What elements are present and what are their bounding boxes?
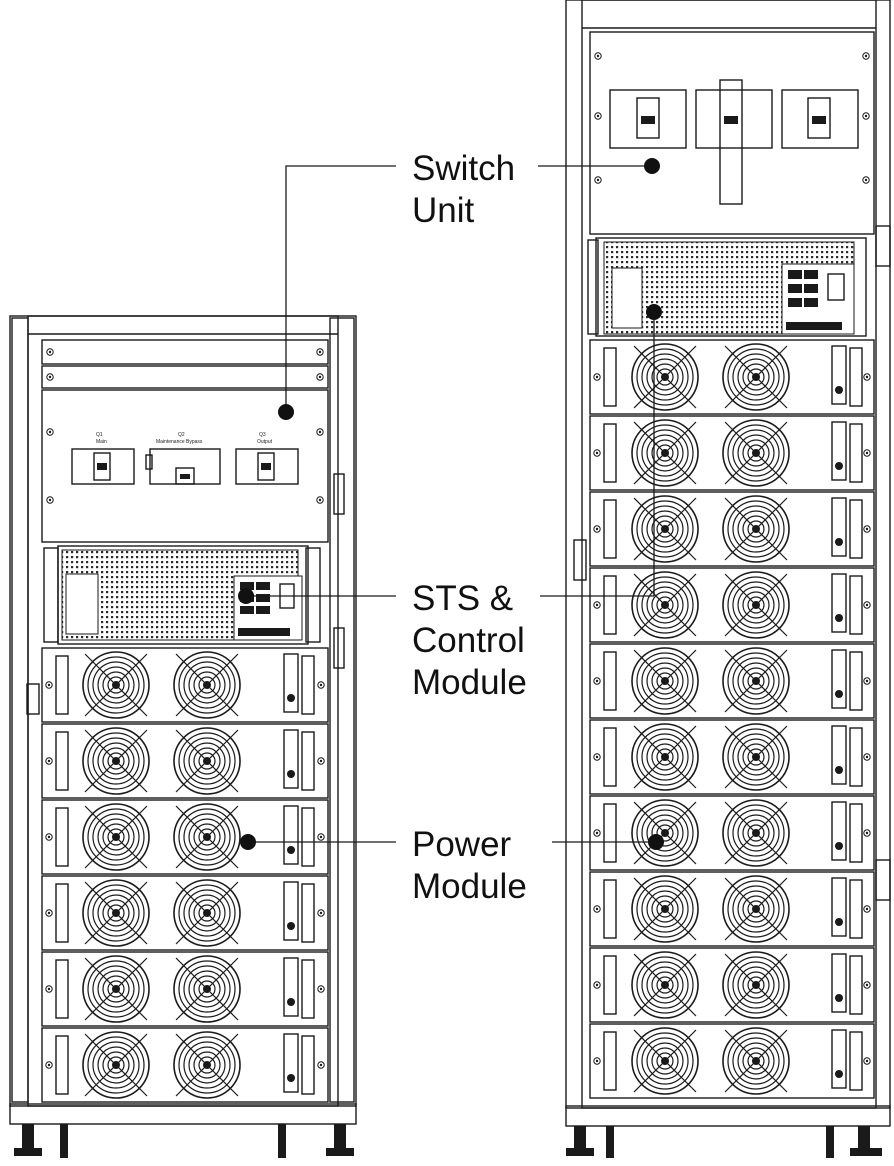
power-module (41, 799, 329, 875)
right-power-modules (589, 339, 875, 1099)
power-module (589, 491, 875, 567)
q3-sub: Output (257, 439, 273, 445)
callout-power-module (240, 834, 664, 850)
power-module (589, 415, 875, 491)
left-power-modules (41, 647, 329, 1103)
right-switch-unit (589, 31, 875, 235)
callout-switch-unit (278, 158, 660, 420)
power-module (589, 871, 875, 947)
q2-name: Q2 (178, 432, 185, 438)
power-module (589, 643, 875, 719)
power-module (41, 647, 329, 723)
left-sts-control-module (43, 545, 321, 645)
label-switch-unit-line2: Unit (412, 191, 475, 230)
power-module (589, 339, 875, 415)
label-sts-control-line1: STS & (412, 579, 513, 618)
q1-sub: Main (96, 439, 107, 445)
label-power-module-line2: Module (412, 867, 527, 906)
right-cabinet-base (565, 1105, 891, 1158)
label-sts-control-line2: Control (412, 621, 525, 660)
label-power-module-line1: Power (412, 825, 512, 864)
power-module (589, 947, 875, 1023)
left-cabinet-base (9, 1103, 357, 1158)
callout-sts-control (238, 304, 662, 604)
power-module (41, 723, 329, 799)
right-sts-control-module (587, 237, 867, 337)
q2-sub: Maintenance Bypass (156, 439, 203, 445)
power-module (41, 1027, 329, 1103)
right-cabinet (565, 0, 891, 1109)
label-sts-control-line3: Module (412, 663, 527, 702)
label-switch-unit-line1: Switch (412, 149, 515, 188)
power-module (589, 567, 875, 643)
q3-name: Q3 (259, 432, 266, 438)
power-module (41, 951, 329, 1027)
left-cabinet (9, 315, 357, 1107)
power-module (589, 719, 875, 795)
power-module (589, 795, 875, 871)
power-module (41, 875, 329, 951)
power-module (589, 1023, 875, 1099)
q1-name: Q1 (96, 432, 103, 438)
left-switch-unit: Q1 Main Q2 Maintenance Bypass Q3 Output (41, 389, 329, 543)
